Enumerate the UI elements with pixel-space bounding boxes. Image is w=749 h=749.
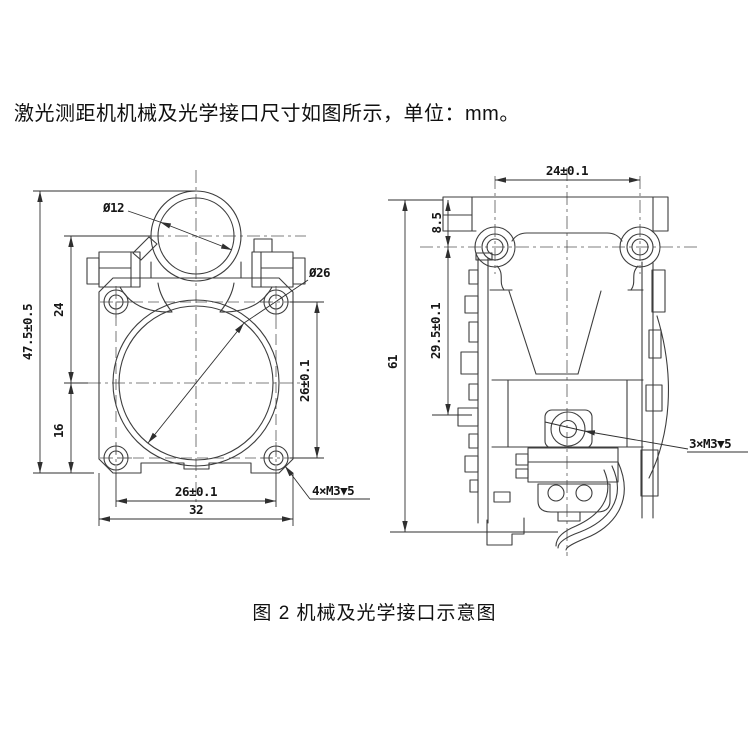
side-dimensions: 24±0.1 8.5 29.5±0.1 61 3×M3▼5 [385, 163, 748, 533]
dim-top-to-hole: 8.5 [429, 212, 444, 233]
dim-overall-height: 47.5±0.5 [20, 304, 35, 360]
wires [555, 461, 625, 551]
front-view: 47.5±0.5 24 16 26±0.1 32 [20, 170, 370, 526]
mount-bosses [474, 226, 661, 268]
lens-tube-inner [157, 197, 235, 275]
dim-overall-width: 32 [189, 502, 203, 517]
front-centerlines [88, 170, 306, 505]
dim-tube-to-lens: 24 [51, 303, 66, 317]
dim-tube-diameter: Ø12 [102, 200, 124, 215]
dim-lens-to-bottom: 16 [51, 424, 66, 438]
right-ear [251, 251, 306, 288]
lens-inner [118, 305, 274, 461]
lens-outer [112, 299, 280, 467]
cable-curve [648, 315, 669, 479]
pcb-board [457, 252, 493, 524]
side-body-outline [442, 196, 669, 551]
left-ear [86, 251, 141, 288]
dim-hole-spacing-v: 26±0.1 [297, 360, 312, 402]
dim-thread-callout-side: 3×M3▼5 [689, 436, 731, 451]
intro-text: 激光测距机机械及光学接口尺寸如图所示，单位：mm。 [14, 103, 520, 125]
figure-caption: 图 2 机械及光学接口示意图 [252, 603, 497, 624]
dim-top-hole-spacing: 24±0.1 [546, 163, 588, 178]
side-centerlines [420, 168, 697, 556]
dim-hole-spacing-h: 26±0.1 [175, 484, 217, 499]
right-plate [640, 261, 669, 519]
left-bracket [486, 517, 525, 546]
dim-lens-diameter: Ø26 [308, 265, 330, 280]
clamp-lug [132, 236, 158, 261]
front-body-outline [86, 190, 306, 474]
dim-hole-to-thread: 29.5±0.1 [428, 303, 443, 359]
dim-overall-depth: 61 [385, 355, 400, 369]
side-view: 24±0.1 8.5 29.5±0.1 61 3×M3▼5 [385, 163, 748, 556]
dim-thread-callout-front: 4×M3▼5 [312, 483, 354, 498]
front-dimensions: 47.5±0.5 24 16 26±0.1 32 [20, 190, 370, 526]
bolt-circle-square [115, 301, 277, 459]
mount-holes [103, 289, 289, 471]
